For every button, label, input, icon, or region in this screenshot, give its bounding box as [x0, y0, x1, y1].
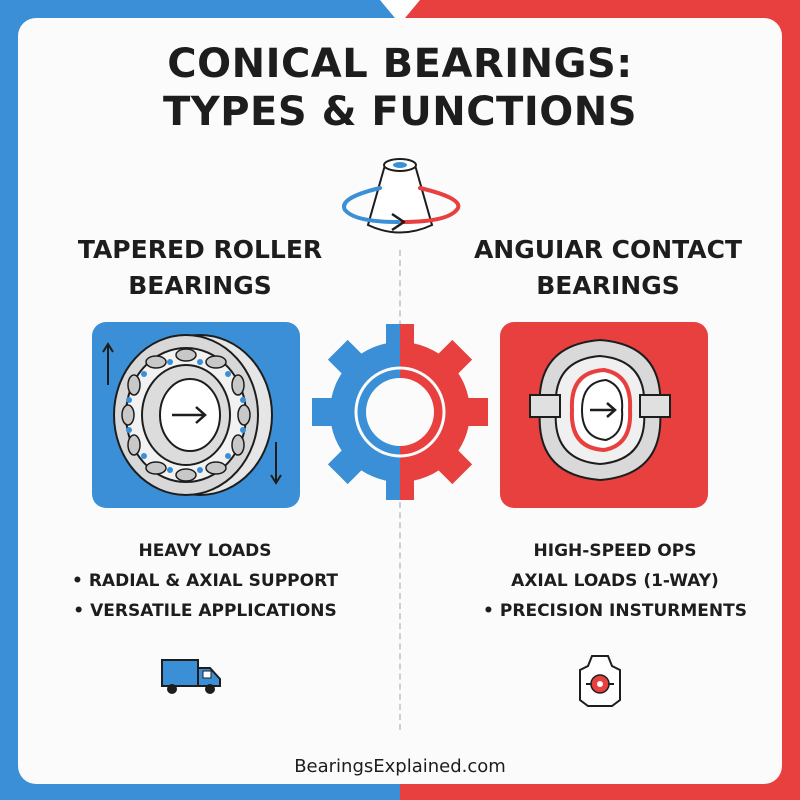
tapered-roller-heading: TAPERED ROLLER BEARINGS: [50, 232, 350, 304]
angular-contact-heading: ANGUIAR CONTACT BEARINGS: [458, 232, 758, 304]
tapered-heading-line-2: BEARINGS: [128, 271, 272, 300]
tapered-roller-features: HEAVY LOADS •RADIAL & AXIAL SUPPORT •VER…: [55, 536, 355, 626]
tapered-heading-line-1: TAPERED ROLLER: [77, 235, 323, 264]
feature-precision: •PRECISION INSTURMENTS: [483, 601, 747, 621]
title-line-1: CONICAL BEARINGS:: [167, 41, 633, 87]
feature-radial-axial: •RADIAL & AXIAL SUPPORT: [71, 571, 339, 591]
footer-website: BearingsExplained.com: [294, 756, 506, 777]
angular-contact-features: HIGH-SPEED OPS AXIAL LOADS (1-WAY) •PREC…: [465, 536, 765, 626]
feature-versatile: •VERSATILE APPLICATIONS: [73, 601, 337, 621]
feature-high-speed: HIGH-SPEED OPS: [533, 541, 697, 561]
angular-heading-line-1: ANGUIAR CONTACT: [473, 235, 743, 264]
feature-heavy-loads: HEAVY LOADS: [138, 541, 272, 561]
angular-heading-line-2: BEARINGS: [536, 271, 680, 300]
feature-axial-one-way: AXIAL LOADS (1-WAY): [511, 571, 719, 591]
title-line-2: TYPES & FUNCTIONS: [162, 89, 638, 135]
page-title: CONICAL BEARINGS: TYPES & FUNCTIONS: [0, 40, 800, 136]
